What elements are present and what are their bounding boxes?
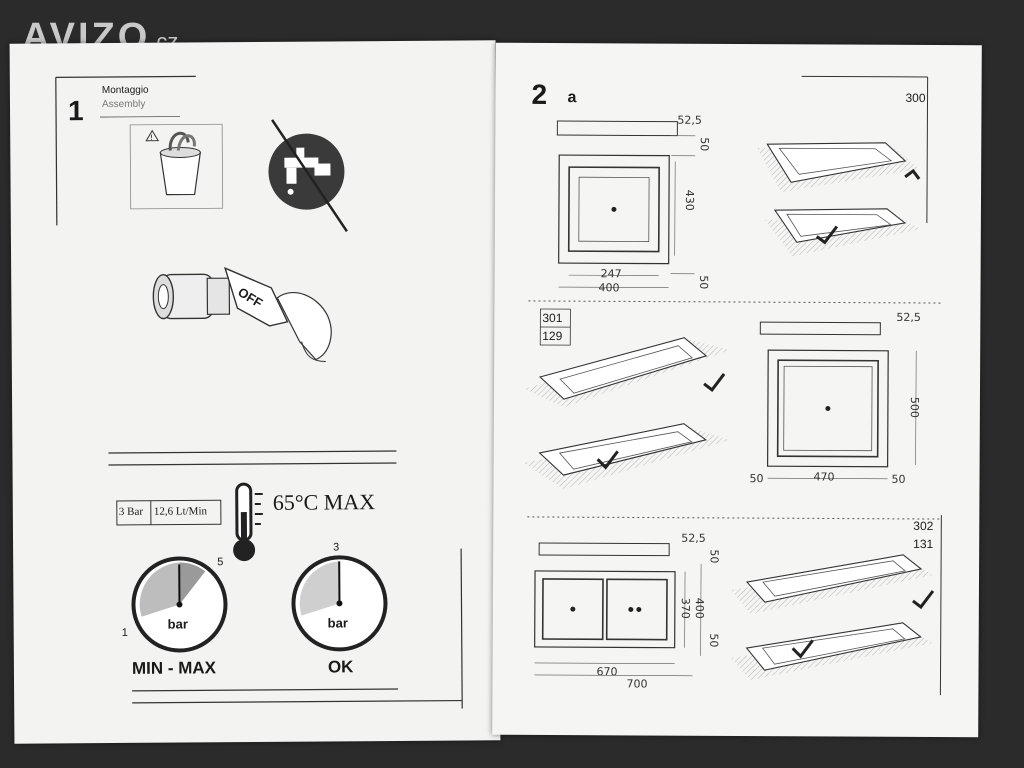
flow-label: 12,6 Lt/Min bbox=[153, 505, 208, 518]
dim-300-top-height: 52,5 bbox=[677, 113, 702, 127]
model-302-iso-drawing bbox=[730, 554, 935, 681]
step-title-it: Montaggio bbox=[101, 84, 149, 97]
bucket-icon: ! bbox=[129, 123, 224, 210]
gauge-right-top: 3 bbox=[333, 541, 340, 554]
step-2-number: 2 bbox=[531, 78, 548, 111]
model-300-iso-drawing bbox=[757, 142, 921, 257]
model-301-iso-drawing bbox=[523, 308, 731, 490]
pressure-gauge-min-max bbox=[131, 556, 228, 653]
dim-301-right: 50 bbox=[891, 472, 906, 486]
model-302-plan-drawing bbox=[534, 542, 702, 677]
dim-302-side-bottom: 50 bbox=[707, 633, 721, 648]
ball-valve-icon bbox=[152, 266, 332, 363]
model-300-plan-drawing bbox=[556, 120, 696, 288]
right-page: 2 a 300 52,5 50 430 247 400 50 301 129 5… bbox=[492, 42, 982, 738]
model-300-label: 300 bbox=[905, 90, 926, 105]
dim-300-outer-width: 400 bbox=[598, 281, 620, 295]
no-water-tap-icon bbox=[268, 119, 348, 233]
thermometer-icon bbox=[233, 482, 263, 562]
gauge-left-caption: MIN - MAX bbox=[131, 658, 217, 678]
dim-300-side-bottom: 50 bbox=[697, 275, 711, 290]
dim-300-inner-width: 247 bbox=[600, 267, 622, 281]
svg-text:!: ! bbox=[150, 134, 153, 142]
dim-302-inner-width: 670 bbox=[596, 665, 618, 679]
gauge-right-caption: OK bbox=[327, 657, 354, 677]
model-301-plan-drawing bbox=[759, 321, 917, 480]
dim-300-side-inner: 430 bbox=[682, 189, 697, 211]
model-301-label: 301 bbox=[542, 310, 563, 326]
step-2-letter: a bbox=[567, 89, 577, 107]
left-page-drawing: ! bbox=[55, 75, 463, 709]
dim-302-inner-height: 370 bbox=[678, 597, 692, 619]
step-number: 1 bbox=[67, 95, 84, 127]
model-302-label: 302 bbox=[913, 518, 934, 534]
dim-301-left: 50 bbox=[749, 472, 764, 486]
gauge-left-max: 5 bbox=[217, 556, 224, 569]
model-129-label: 129 bbox=[542, 328, 563, 344]
gauge-left-unit: bar bbox=[167, 616, 188, 632]
dim-302-top-height: 52,5 bbox=[681, 531, 706, 545]
gauge-left-min: 1 bbox=[121, 626, 128, 639]
pressure-gauge-ok bbox=[291, 555, 388, 652]
right-page-drawing bbox=[523, 75, 942, 696]
pressure-label: 3 Bar bbox=[118, 505, 144, 518]
dim-302-outer-height: 400 bbox=[692, 597, 706, 619]
dim-301-side: 500 bbox=[907, 396, 921, 418]
temperature-label: 65°C MAX bbox=[272, 489, 376, 515]
dim-302-side-top: 50 bbox=[707, 549, 721, 564]
dim-300-side-top: 50 bbox=[697, 137, 711, 152]
dim-301-top-height: 52,5 bbox=[896, 310, 921, 324]
dim-301-width: 470 bbox=[813, 470, 835, 484]
left-page: ! bbox=[9, 40, 501, 744]
model-131-label: 131 bbox=[913, 536, 934, 552]
step-title-en: Assembly bbox=[101, 98, 146, 111]
gauge-right-unit: bar bbox=[327, 615, 348, 631]
dim-302-outer-width: 700 bbox=[626, 677, 648, 691]
